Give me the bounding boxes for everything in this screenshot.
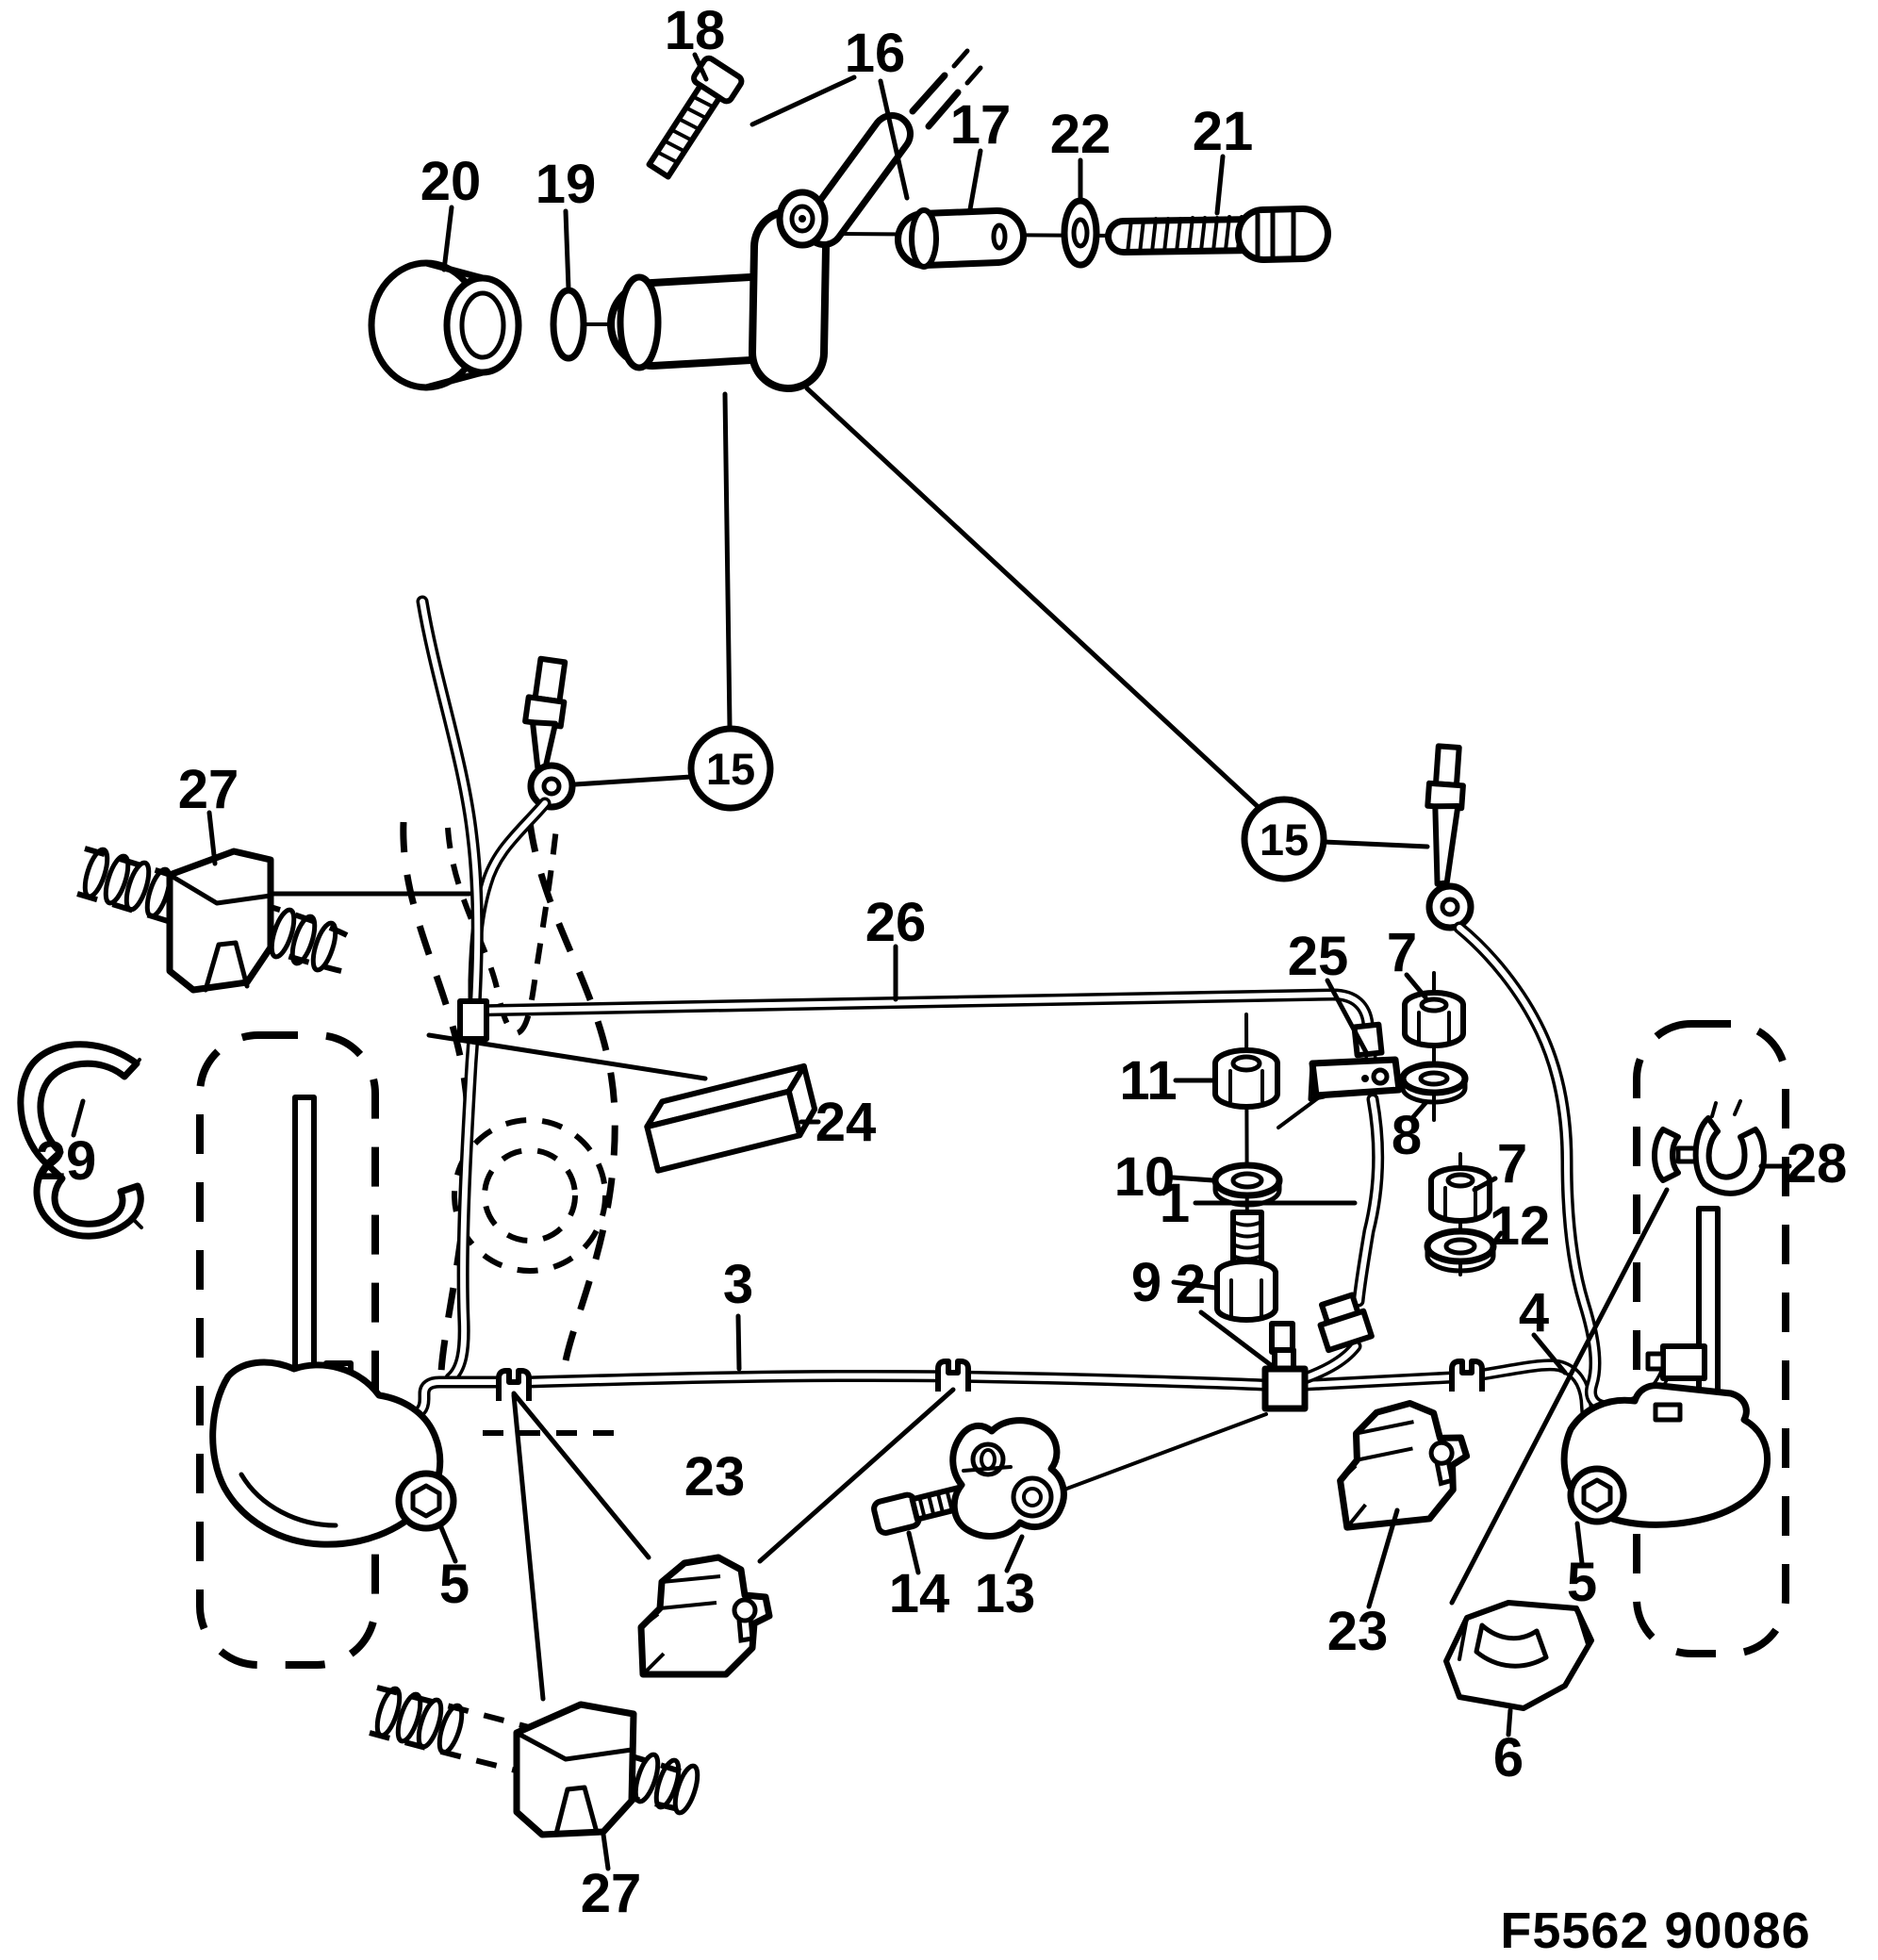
leader-28-to-6 xyxy=(1449,1187,1670,1606)
callout-29: 29 xyxy=(36,1130,97,1192)
bolt-18 xyxy=(646,55,745,180)
pipe-26-elbow-fitting xyxy=(457,998,489,1042)
leader-24-pointer xyxy=(426,1032,708,1081)
clip-29 xyxy=(17,1041,144,1240)
pressure-valve-assembly xyxy=(583,48,1120,392)
leader-lines xyxy=(71,52,1792,1871)
subframe-outline xyxy=(400,821,630,1436)
right-hose-connector xyxy=(1425,743,1474,931)
callout-19: 19 xyxy=(535,154,597,215)
diagram-artwork xyxy=(17,48,1792,1871)
callout-23-right: 23 xyxy=(1327,1601,1389,1662)
callout-2: 2 xyxy=(1176,1254,1206,1315)
callout-10: 10 xyxy=(1114,1146,1176,1208)
callout-14: 14 xyxy=(889,1563,950,1624)
tee-connector xyxy=(1261,1321,1309,1412)
leader-23-left-a xyxy=(511,1391,651,1560)
callout-7-lower: 7 xyxy=(1497,1133,1527,1194)
spacer-17 xyxy=(895,207,1027,270)
callout-21: 21 xyxy=(1193,101,1254,162)
callout-17: 17 xyxy=(950,94,1012,156)
circled-15-right xyxy=(1241,796,1327,882)
callout-5-right: 5 xyxy=(1567,1552,1597,1613)
callout-18: 18 xyxy=(665,0,726,61)
clamp-28 xyxy=(1652,1099,1767,1196)
pad-24 xyxy=(644,1062,818,1174)
callout-26: 26 xyxy=(865,892,927,953)
bracket-13 xyxy=(949,1417,1067,1540)
bracket-25 xyxy=(1308,1056,1403,1102)
left-hose-connector xyxy=(522,655,576,811)
callout-3: 3 xyxy=(723,1254,753,1315)
callout-15-left: 15 xyxy=(706,744,755,794)
callout-23-left: 23 xyxy=(684,1446,746,1507)
callout-11: 11 xyxy=(1119,1050,1177,1112)
leader-to-bottom-clip-27 xyxy=(511,1392,546,1702)
right-wheel-outline xyxy=(1633,1020,1789,1657)
callout-12: 12 xyxy=(1490,1195,1551,1257)
callout-22: 22 xyxy=(1050,104,1112,165)
callout-7-upper: 7 xyxy=(1387,922,1417,983)
leader-valve-to-right-15 xyxy=(804,386,1267,815)
union-fitting-2 xyxy=(1317,1292,1375,1354)
callout-4: 4 xyxy=(1519,1282,1549,1343)
leader-15-right xyxy=(1321,839,1430,849)
callout-15-right: 15 xyxy=(1260,815,1309,865)
leader-bracket-to-stack xyxy=(1277,1095,1321,1129)
cap-20 xyxy=(368,259,522,391)
clip-27-bottom xyxy=(513,1701,637,1838)
nut-7-lower-washer-12 xyxy=(1424,1152,1497,1276)
leader-15-left xyxy=(572,774,694,787)
callout-labels: 18 16 17 22 21 20 19 15 15 27 29 26 25 2… xyxy=(36,0,1848,1924)
callout-20: 20 xyxy=(420,151,482,212)
front-hose-top xyxy=(76,847,349,972)
callout-9: 9 xyxy=(1131,1252,1161,1313)
callout-27-top: 27 xyxy=(178,759,239,820)
left-brake-assembly xyxy=(209,1095,457,1548)
callout-28: 28 xyxy=(1787,1133,1848,1194)
left-wheel-outline xyxy=(196,1031,379,1669)
circled-15-left xyxy=(687,725,774,812)
leader-valve-to-left-15 xyxy=(722,391,733,729)
callout-1: 1 xyxy=(1160,1173,1190,1234)
lock-clip-6 xyxy=(1443,1600,1594,1711)
callout-24: 24 xyxy=(815,1092,877,1153)
callout-27-bottom: 27 xyxy=(581,1863,642,1924)
leader-23-left-b xyxy=(757,1387,956,1564)
callout-16: 16 xyxy=(845,23,906,84)
nut-7-upper-washer-8 xyxy=(1399,971,1469,1122)
figure-code: F5562 90086 xyxy=(1500,1902,1810,1959)
callout-5-left: 5 xyxy=(439,1554,470,1615)
callout-13: 13 xyxy=(975,1563,1036,1624)
right-brake-assembly xyxy=(1560,1206,1771,1528)
callout-8: 8 xyxy=(1392,1105,1422,1166)
bolt-21 xyxy=(1105,206,1331,263)
oring-19 xyxy=(550,287,587,362)
clip-27-top xyxy=(166,848,274,994)
nut-11-washer-10-bolt-9 xyxy=(1211,1013,1283,1323)
washer-22 xyxy=(1061,197,1100,269)
callout-25: 25 xyxy=(1288,926,1349,987)
callout-6: 6 xyxy=(1493,1727,1524,1788)
